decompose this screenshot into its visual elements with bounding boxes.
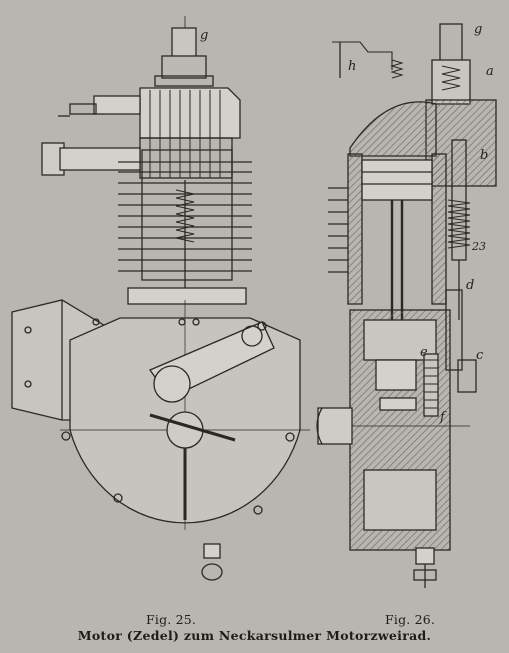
label-b: b (480, 148, 489, 163)
fig26-engine-section (316, 23, 497, 588)
label-h: h (348, 59, 357, 74)
label-f: f (440, 410, 445, 425)
label-g-fig26: g (474, 22, 483, 37)
fig25-engine-exterior (11, 16, 310, 581)
label-e: e (420, 345, 428, 360)
plate-caption: Motor (Zedel) zum Neckarsulmer Motorzwei… (77, 628, 432, 643)
label-c: c (476, 348, 484, 363)
fig26-caption: Fig. 26. (385, 612, 436, 627)
fig25-caption: Fig. 25. (146, 612, 197, 627)
label-a: a (486, 64, 494, 79)
label-23: 23 (472, 240, 486, 253)
label-d: d (466, 278, 475, 293)
label-g-fig25: g (200, 28, 209, 43)
engine-drawing-plate (11, 16, 497, 588)
